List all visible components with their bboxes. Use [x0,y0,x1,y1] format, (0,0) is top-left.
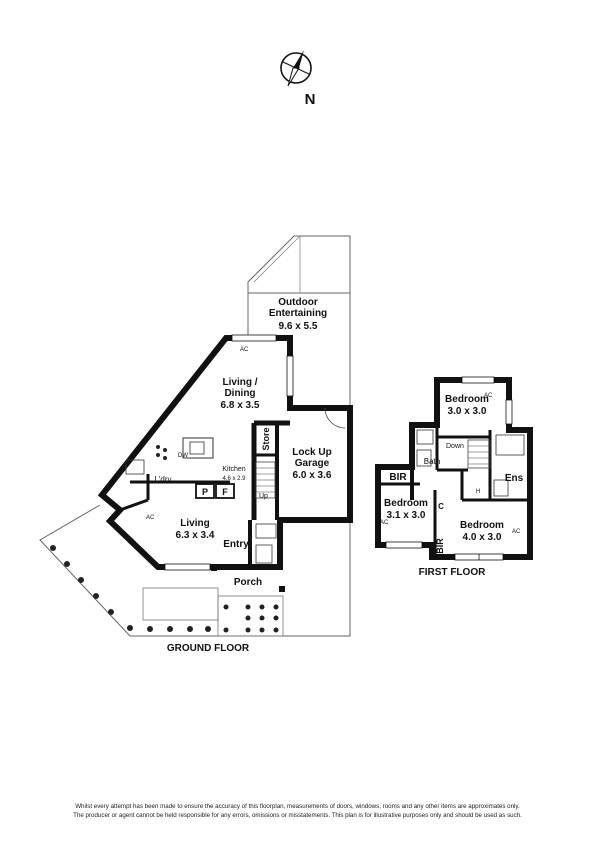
bedroom3-label: Bedroom [460,520,504,531]
living-dining-line1: Living / [223,377,258,388]
outdoor-name-line1: Outdoor [278,297,318,308]
bir-label: BIR [389,472,407,483]
disclaimer-line-1: Whilst every attempt has been made to en… [75,803,520,810]
ac-label-bed1: AC [484,393,493,399]
ground-floor-title: GROUND FLOOR [167,643,250,654]
first-floor-stairs [467,439,491,469]
outdoor-entertaining-dims: 9.6 x 5.5 [279,321,318,332]
entry-label: Entry [223,539,249,550]
garden-plants [50,545,279,633]
fridge-label: F [222,487,228,497]
kitchen-label: Kitchen [222,466,245,473]
linen-label: C [438,502,444,511]
living-dining-line2: Dining [224,388,255,399]
bedroom3-dims: 4.0 x 3.0 [463,532,502,543]
compass-north-label: N [305,91,316,108]
bir2-label: BIR [435,538,445,554]
outdoor-name-line2: Entertaining [269,308,327,319]
ground-stairs [255,461,276,499]
living-dims: 6.3 x 3.4 [176,530,215,541]
ac-label-bed3: AC [512,529,521,535]
garage-line1: Lock Up [292,447,331,458]
store-label: Store [261,427,271,450]
ac-label-bed2: AC [380,520,389,526]
disclaimer: Whilst every attempt has been made to en… [20,803,575,820]
porch-label: Porch [234,577,262,588]
bedroom2-dims: 3.1 x 3.0 [387,510,426,521]
pantry-label: P [202,487,208,497]
first-floor-title: FIRST FLOOR [419,567,486,578]
ensuite-label: Ens [505,473,524,484]
stairs-down-label: Down [446,443,464,450]
heater-label: H [476,489,480,495]
dishwasher-label: DW [178,453,188,459]
north-arrow-icon [280,50,312,87]
bedroom2-label: Bedroom [384,498,428,509]
living-dining-label: Living /Dining [223,377,258,399]
kitchen-dims: 4.6 x 2.9 [222,476,246,482]
bath-label: Bath [424,457,440,466]
ac-label-outdoor: AC [240,347,249,353]
living-dining-dims: 6.8 x 3.5 [221,400,260,411]
laundry-label: L'dry [154,475,171,484]
disclaimer-line-2: The producer or agent cannot be held res… [73,811,522,819]
stairs-up-label: Up [259,493,268,500]
ground-floor-plan [39,235,353,637]
living-label: Living [180,518,209,529]
first-floor-plan [375,376,533,561]
garage-dims: 6.0 x 3.6 [293,470,332,481]
bedroom1-dims: 3.0 x 3.0 [448,406,487,417]
ac-label-living: AC [146,515,155,521]
garage-line2: Garage [295,458,330,469]
bedroom1-label: Bedroom [445,394,489,405]
